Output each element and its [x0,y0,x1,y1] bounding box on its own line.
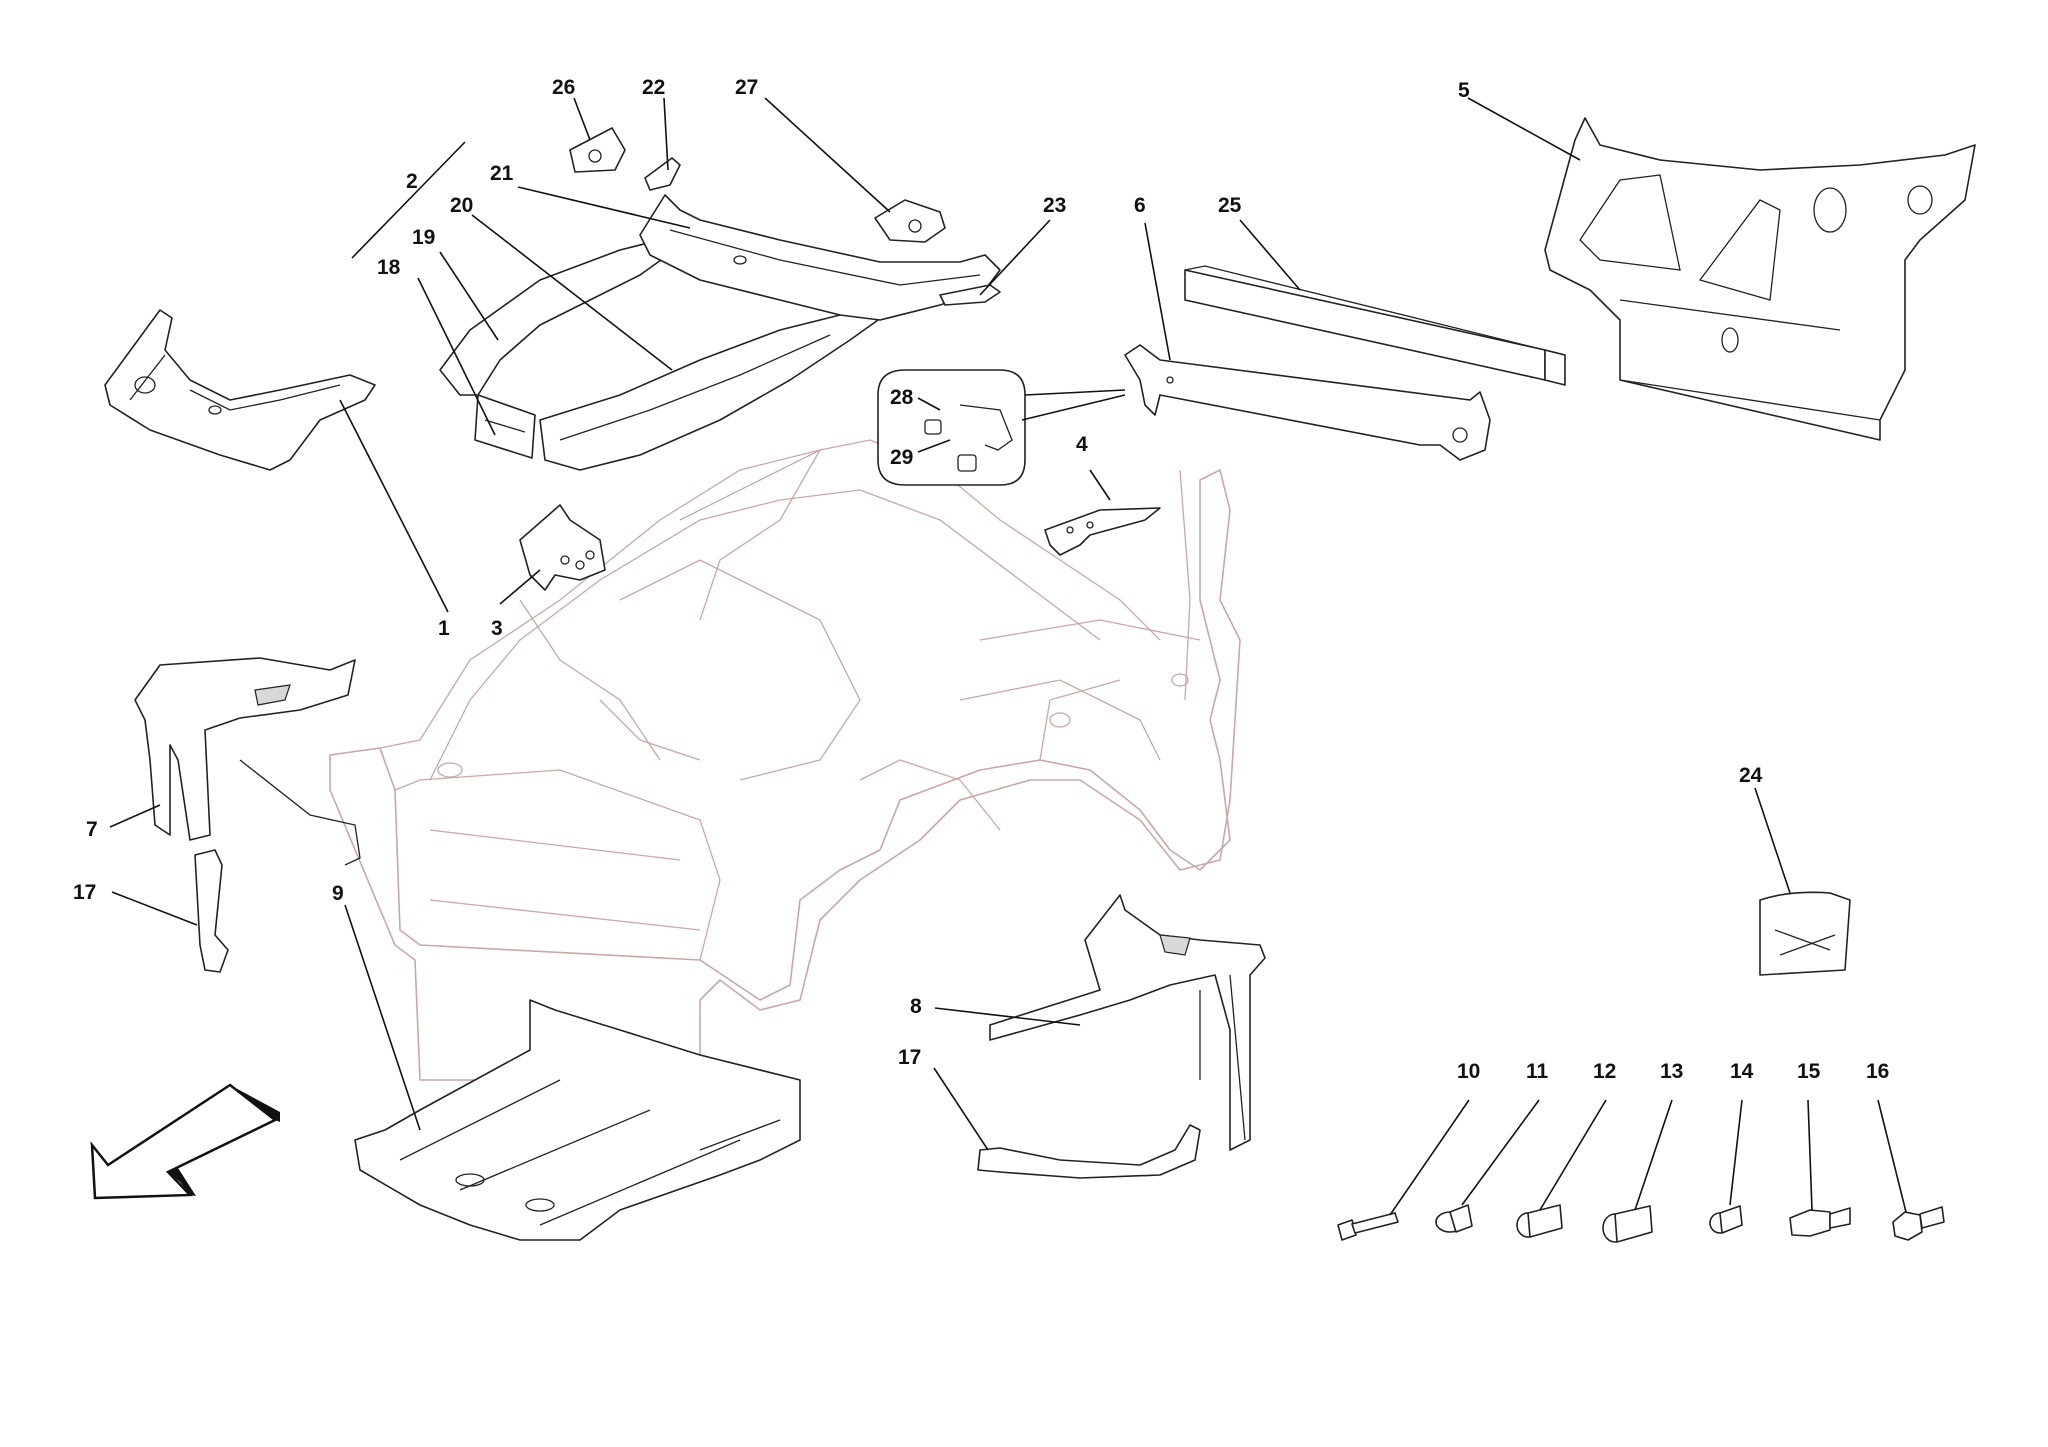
fastener-13-insert [1602,1205,1653,1243]
callout-26: 26 [552,76,575,99]
callout-11: 11 [1526,1060,1549,1083]
callout-27: 27 [735,76,758,99]
part-7-front-frame [134,657,361,866]
callout-1: 1 [438,617,450,640]
part-24-label-card [1759,891,1851,976]
callout-12: 12 [1593,1060,1616,1083]
front-direction-arrow-icon [90,1083,280,1200]
callout-17-left: 17 [73,881,96,904]
callout-24: 24 [1739,764,1763,787]
callout-10: 10 [1457,1060,1480,1083]
callout-20: 20 [450,194,473,217]
part-22-clip [644,157,681,191]
callout-labels: 1 2 3 4 5 6 7 8 9 10 11 12 13 14 15 16 1… [73,76,1889,1083]
part-19-20-front-panel [439,239,879,471]
detail-inset-28-29 [877,369,1026,486]
part-8-rear-frame [989,894,1266,1151]
callout-14: 14 [1730,1060,1754,1083]
part-17-b-tube [977,1124,1201,1179]
callout-6: 6 [1134,194,1146,217]
part-18-bracket [474,394,536,459]
part-25-tube [1184,265,1566,386]
callout-5: 5 [1458,79,1470,102]
part-6-rail [1124,344,1491,461]
callout-23: 23 [1043,194,1066,217]
fastener-11-nut [1435,1204,1473,1233]
callout-8: 8 [910,995,922,1018]
callout-7: 7 [86,818,98,841]
part-3-bracket [519,504,606,591]
part-21-upper-crossbar [639,194,1001,321]
part-26-mount [569,127,626,173]
part-17-a-tube [194,849,229,973]
part-27-bracket [874,199,946,243]
callout-2: 2 [406,170,418,193]
part-9-floor-tray [354,999,801,1241]
callout-4: 4 [1076,433,1088,456]
callout-25: 25 [1218,194,1242,217]
fastener-10-rivet [1337,1212,1399,1241]
fastener-16-bolt [1892,1206,1945,1241]
callout-15: 15 [1797,1060,1821,1083]
callout-9: 9 [332,882,344,905]
chassis-body-ghost [329,439,1241,1081]
part-5-bulkhead [1544,117,1976,441]
callout-22: 22 [642,76,665,99]
callout-3: 3 [491,617,503,640]
part-1-front-upper-frame [104,309,376,471]
callout-29: 29 [890,446,913,469]
callout-13: 13 [1660,1060,1683,1083]
callout-21: 21 [490,162,514,185]
leader-lines [109,97,1907,1216]
callout-16: 16 [1866,1060,1889,1083]
callout-28: 28 [890,386,914,409]
fastener-12-insert [1516,1204,1563,1238]
part-4-bracket [1044,507,1161,556]
fastener-15-bolt [1789,1207,1851,1237]
fastener-14-nut [1709,1205,1743,1234]
callout-19: 19 [412,226,435,249]
callout-17-right: 17 [898,1046,921,1069]
callout-18: 18 [377,256,401,279]
